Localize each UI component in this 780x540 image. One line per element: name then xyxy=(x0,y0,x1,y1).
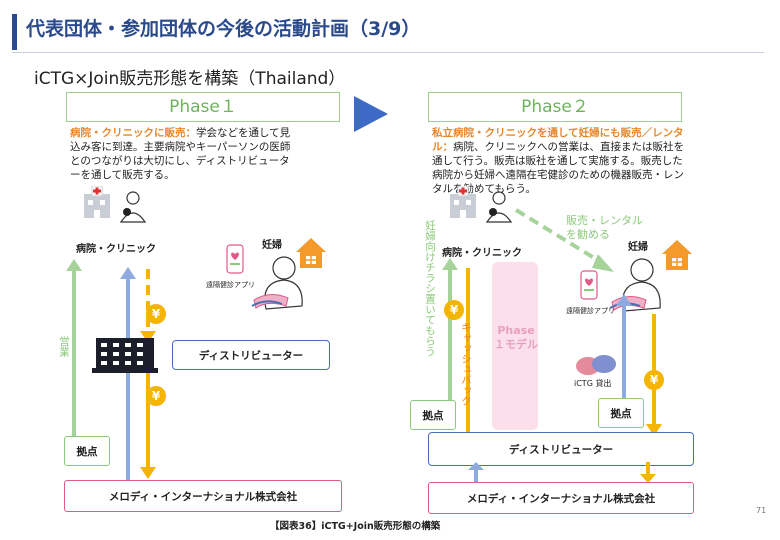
phase2-yen-coin-1: ¥ xyxy=(444,300,464,320)
phase2-header: Phase２ xyxy=(428,92,682,122)
phase2-cashback-label: キャッシュバック xyxy=(460,322,472,406)
phase2-company-box: メロディ・インターナショナル株式会社 xyxy=(428,482,694,514)
phase1-hospital-label: 病院・クリニック xyxy=(76,244,156,255)
phase-arrow-icon xyxy=(354,96,388,132)
phase1-phone-icon xyxy=(226,244,244,274)
ictg-device-label: iCTG 貸出 xyxy=(574,379,612,388)
title-accent-bar xyxy=(12,14,17,50)
phase2-description: 私立病院・クリニックを通して妊婦にも販売／レンタル：病院、クリニックへの営業は、… xyxy=(432,126,684,196)
phase2-doctor-icon xyxy=(485,191,513,223)
phase1-description: 病院・クリニックに販売：学会などを通して見込み客に到達。主要病院やキーパーソンの… xyxy=(70,126,298,182)
title-divider xyxy=(12,52,764,53)
phase1-desc-rest: 学会などを通して見込み客に到達。主要病院やキーパーソンの医師とのつながりは大切に… xyxy=(70,127,291,181)
phase1-distributor-building-icon xyxy=(92,338,158,373)
phase2-base-box-left: 拠点 xyxy=(410,400,456,430)
phase2-recommend-arrow xyxy=(514,208,614,272)
page-title: 代表団体・参加団体の今後の活動計画（3/9） xyxy=(26,18,421,40)
phase2-phone-icon xyxy=(580,270,598,300)
phase2-desc-highlight: 私立病院・クリニックを通して妊婦にも販売／レンタル： xyxy=(432,127,684,153)
phase1-app-label: 遠隔健診アプリ xyxy=(206,281,255,289)
phase2-distributor-box: ディストリビューター xyxy=(428,432,694,466)
phase1-desc-highlight: 病院・クリニックに販売： xyxy=(70,127,196,139)
phase1-model-label: Phase１モデル xyxy=(494,324,538,351)
phase1-yen-coin-1: ¥ xyxy=(146,304,166,324)
phase2-app-label: 遠隔健診アプリ xyxy=(566,307,615,315)
phase2-house-icon xyxy=(662,240,692,270)
phase1-house-icon xyxy=(296,238,326,268)
ictg-device-icon xyxy=(576,355,616,375)
phase2-recommend-label: 販売・レンタルを勧める xyxy=(566,214,643,241)
figure-caption: 【図表36】iCTG+Join販売形態の構築 xyxy=(270,521,441,532)
phase2-pregnant-woman-icon xyxy=(609,258,661,312)
phase1-doctor-icon xyxy=(119,191,147,223)
phase1-company-box: メロディ・インターナショナル株式会社 xyxy=(64,480,342,512)
phase1-sales-label: 営業 xyxy=(58,336,70,357)
phase1-yen-coin-2: ¥ xyxy=(146,386,166,406)
page-number: 71 xyxy=(756,506,767,515)
phase1-model-column xyxy=(492,262,538,430)
phase1-header: Phase１ xyxy=(66,92,340,122)
phase2-hospital-icon xyxy=(450,186,476,218)
phase1-pregnant-woman-icon xyxy=(251,256,303,310)
phase2-pregnant-label: 妊婦 xyxy=(628,242,648,253)
phase2-base-box-right: 拠点 xyxy=(598,398,644,428)
phase2-hospital-label: 病院・クリニック xyxy=(442,248,522,259)
phase1-hospital-icon xyxy=(84,186,110,218)
phase1-pregnant-label: 妊婦 xyxy=(262,240,282,251)
phase1-base-box: 拠点 xyxy=(64,436,110,466)
page-subtitle: iCTG×Join販売形態を構築（Thailand） xyxy=(34,69,346,89)
phase1-distributor-box: ディストリビューター xyxy=(172,340,330,370)
phase2-flyer-label: 妊婦向けチラシ置いてもらう xyxy=(424,220,436,357)
phase2-distributor-company-arrows xyxy=(468,462,656,483)
phase1-flow-arrows xyxy=(66,259,156,481)
phase2-yen-coin-2: ¥ xyxy=(644,370,664,390)
